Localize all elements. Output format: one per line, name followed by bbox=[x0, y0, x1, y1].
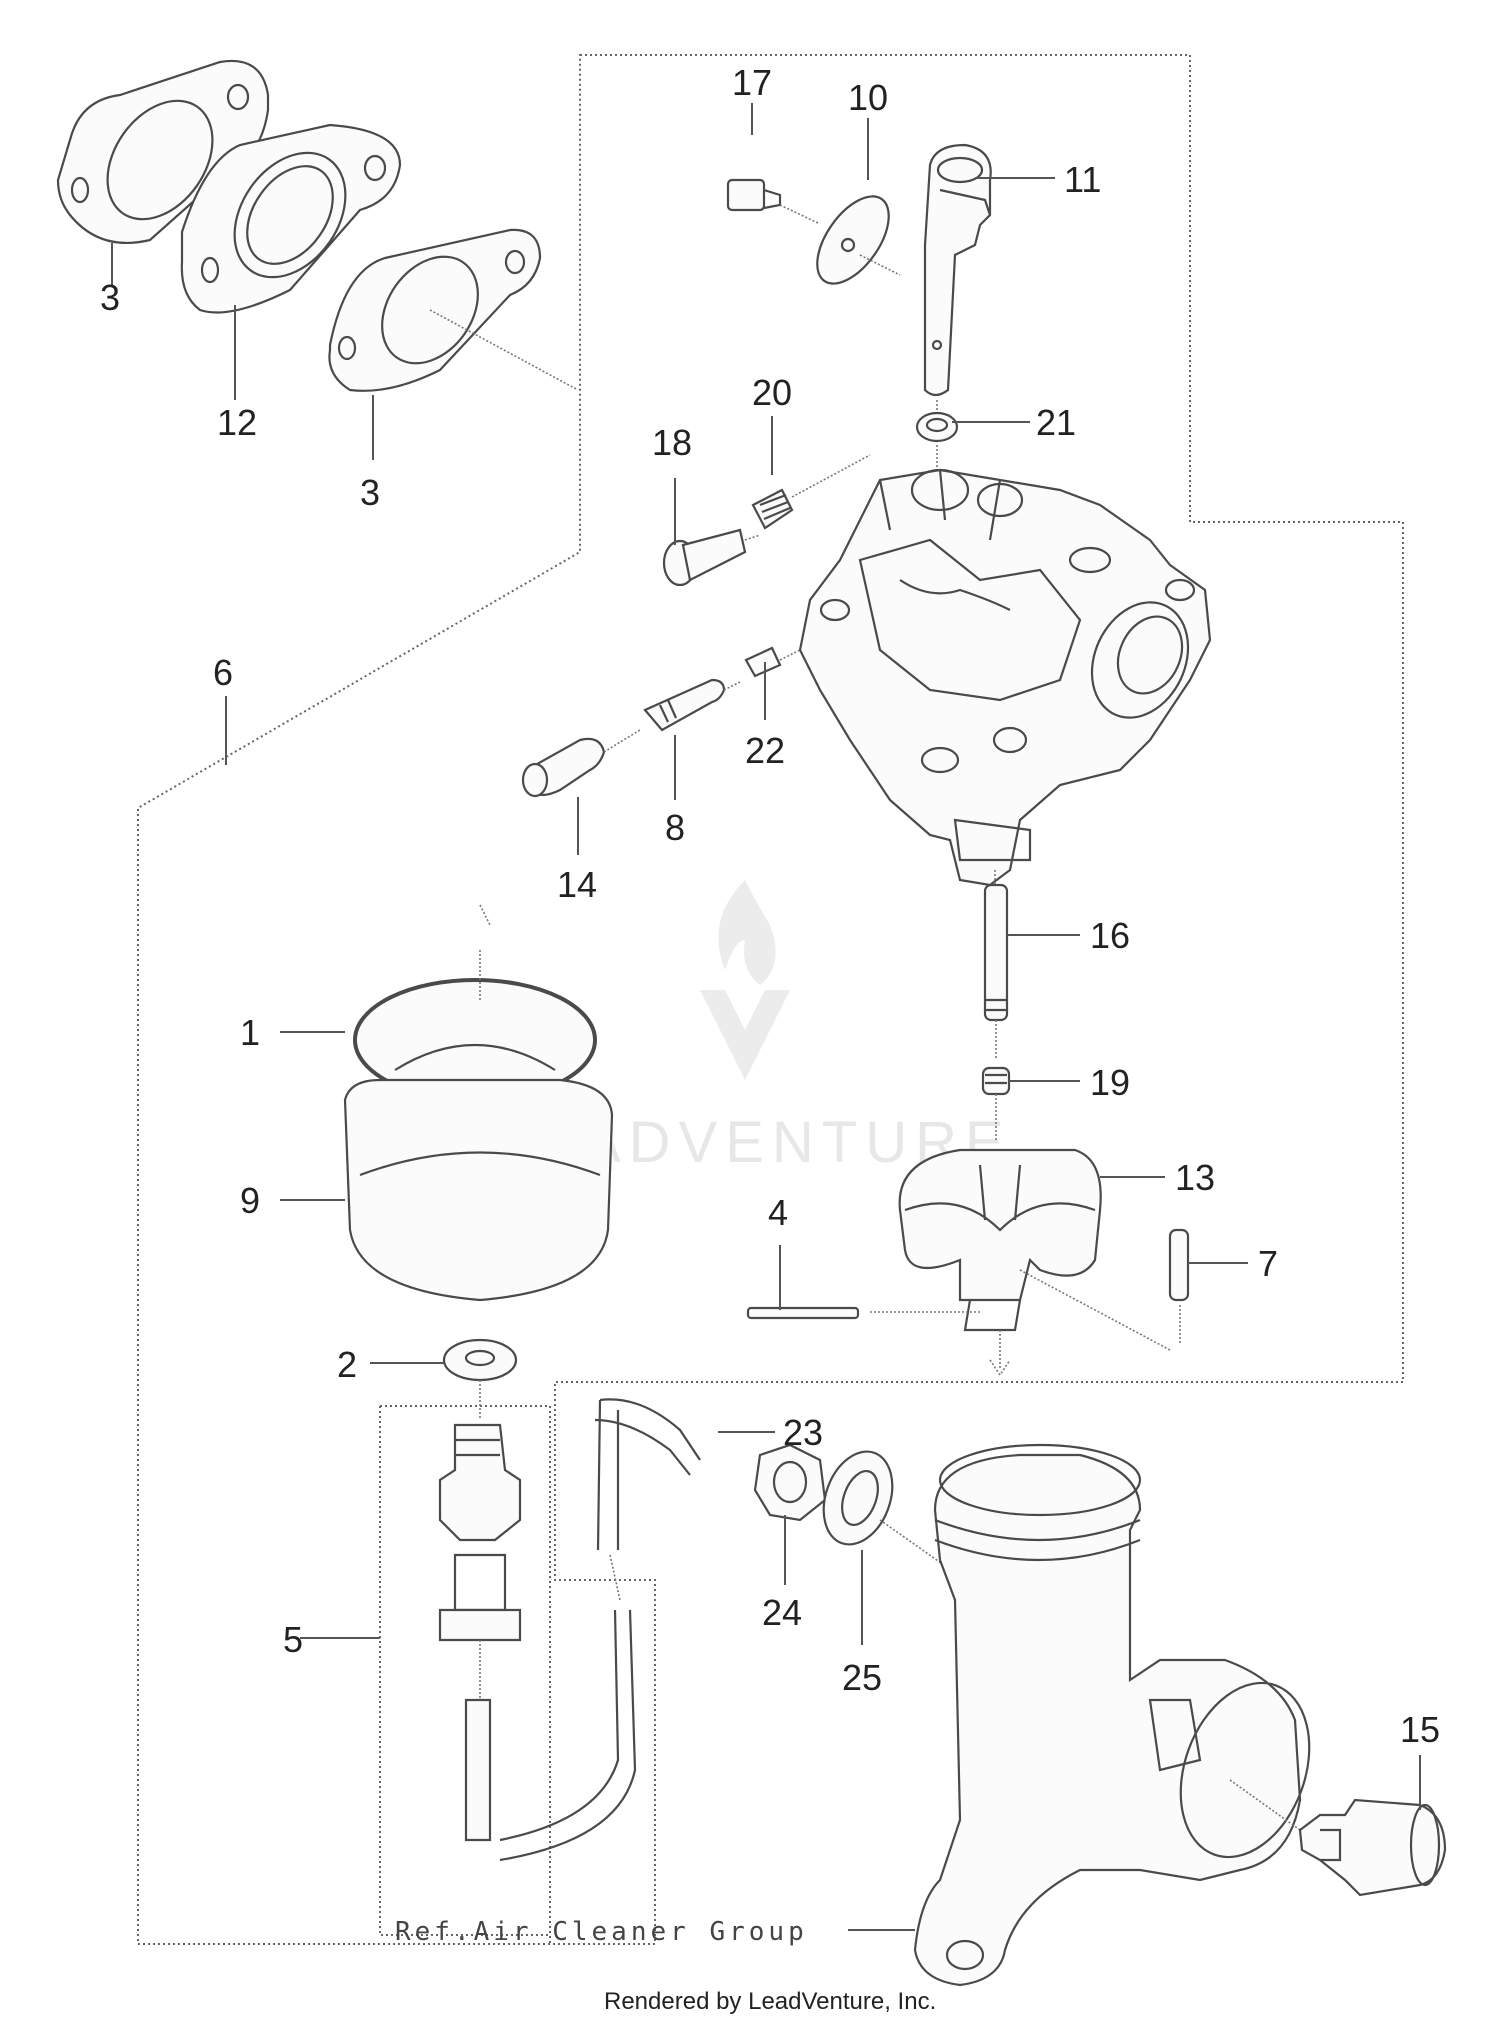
callout-11: 11 bbox=[1064, 159, 1101, 200]
callout-7: 7 bbox=[1258, 1243, 1278, 1284]
callout-18: 18 bbox=[652, 422, 692, 463]
callout-leaders bbox=[111, 103, 1421, 1931]
callout-23: 23 bbox=[783, 1412, 823, 1453]
callout-19: 19 bbox=[1090, 1062, 1130, 1103]
callout-17: 17 bbox=[732, 62, 772, 103]
callout-5: 5 bbox=[283, 1619, 303, 1660]
group-5-boundary bbox=[379, 1405, 551, 1945]
callout-20: 20 bbox=[752, 372, 792, 413]
float-pin-7 bbox=[1168, 1228, 1190, 1345]
callout-1: 1 bbox=[240, 1012, 260, 1053]
callout-12: 12 bbox=[217, 402, 257, 443]
callout-8: 8 bbox=[665, 807, 685, 848]
group-boundary-lines bbox=[137, 54, 1404, 1945]
plug-14 bbox=[521, 729, 641, 798]
callout-25: 25 bbox=[842, 1657, 882, 1698]
drain-screw-5 bbox=[438, 1423, 522, 1842]
ref-air-cleaner-label: Ref.Air Cleaner Group bbox=[395, 1917, 808, 1947]
throttle-shaft-11 bbox=[923, 143, 992, 420]
callout-16: 16 bbox=[1090, 915, 1130, 956]
callout-2: 2 bbox=[337, 1344, 357, 1385]
nozzle-8 bbox=[643, 678, 741, 732]
callout-9: 9 bbox=[240, 1180, 260, 1221]
washer-2 bbox=[442, 1338, 518, 1420]
callout-numbers: 3 12 3 6 17 10 11 20 21 18 22 8 14 16 19… bbox=[100, 62, 1440, 1750]
callout-10: 10 bbox=[848, 77, 888, 118]
callout-3a: 3 bbox=[100, 277, 120, 318]
float-arrow-leader bbox=[989, 1330, 1011, 1377]
screw-17 bbox=[726, 178, 819, 224]
carburetor-body bbox=[798, 468, 1212, 887]
fitting-15 bbox=[1298, 1798, 1447, 1897]
watermark-v-icon bbox=[700, 990, 790, 1080]
watermark-flame-icon bbox=[718, 880, 776, 985]
air-cleaner-elbow bbox=[913, 1443, 1311, 1987]
float-bowl-gasket-1 bbox=[353, 904, 597, 1102]
callout-6: 6 bbox=[213, 652, 233, 693]
callout-15: 15 bbox=[1400, 1709, 1440, 1750]
washer-21 bbox=[915, 411, 959, 475]
callout-14: 14 bbox=[557, 864, 597, 905]
callout-13: 13 bbox=[1175, 1157, 1215, 1198]
float-bowl-9 bbox=[343, 1078, 614, 1302]
throttle-plate-10 bbox=[816, 195, 901, 285]
spacer-12 bbox=[180, 123, 402, 314]
float-13 bbox=[898, 1148, 1171, 1351]
drain-tube bbox=[499, 1398, 701, 1862]
nut-24 bbox=[753, 1443, 827, 1522]
callout-24: 24 bbox=[762, 1592, 802, 1633]
callout-21: 21 bbox=[1036, 402, 1076, 443]
group-6-boundary bbox=[137, 54, 1404, 1945]
screw-18 bbox=[662, 528, 761, 587]
callout-22: 22 bbox=[745, 730, 785, 771]
callout-4: 4 bbox=[768, 1192, 788, 1233]
main-jet-22 bbox=[744, 646, 801, 678]
gasket-3-right bbox=[328, 228, 579, 392]
pilot-jet-20 bbox=[751, 454, 871, 530]
render-credit: Rendered by LeadVenture, Inc. bbox=[604, 1988, 936, 2015]
float-pin-4 bbox=[746, 1306, 980, 1320]
callout-3b: 3 bbox=[360, 472, 380, 513]
emulsion-tube-16 bbox=[983, 870, 1009, 1060]
